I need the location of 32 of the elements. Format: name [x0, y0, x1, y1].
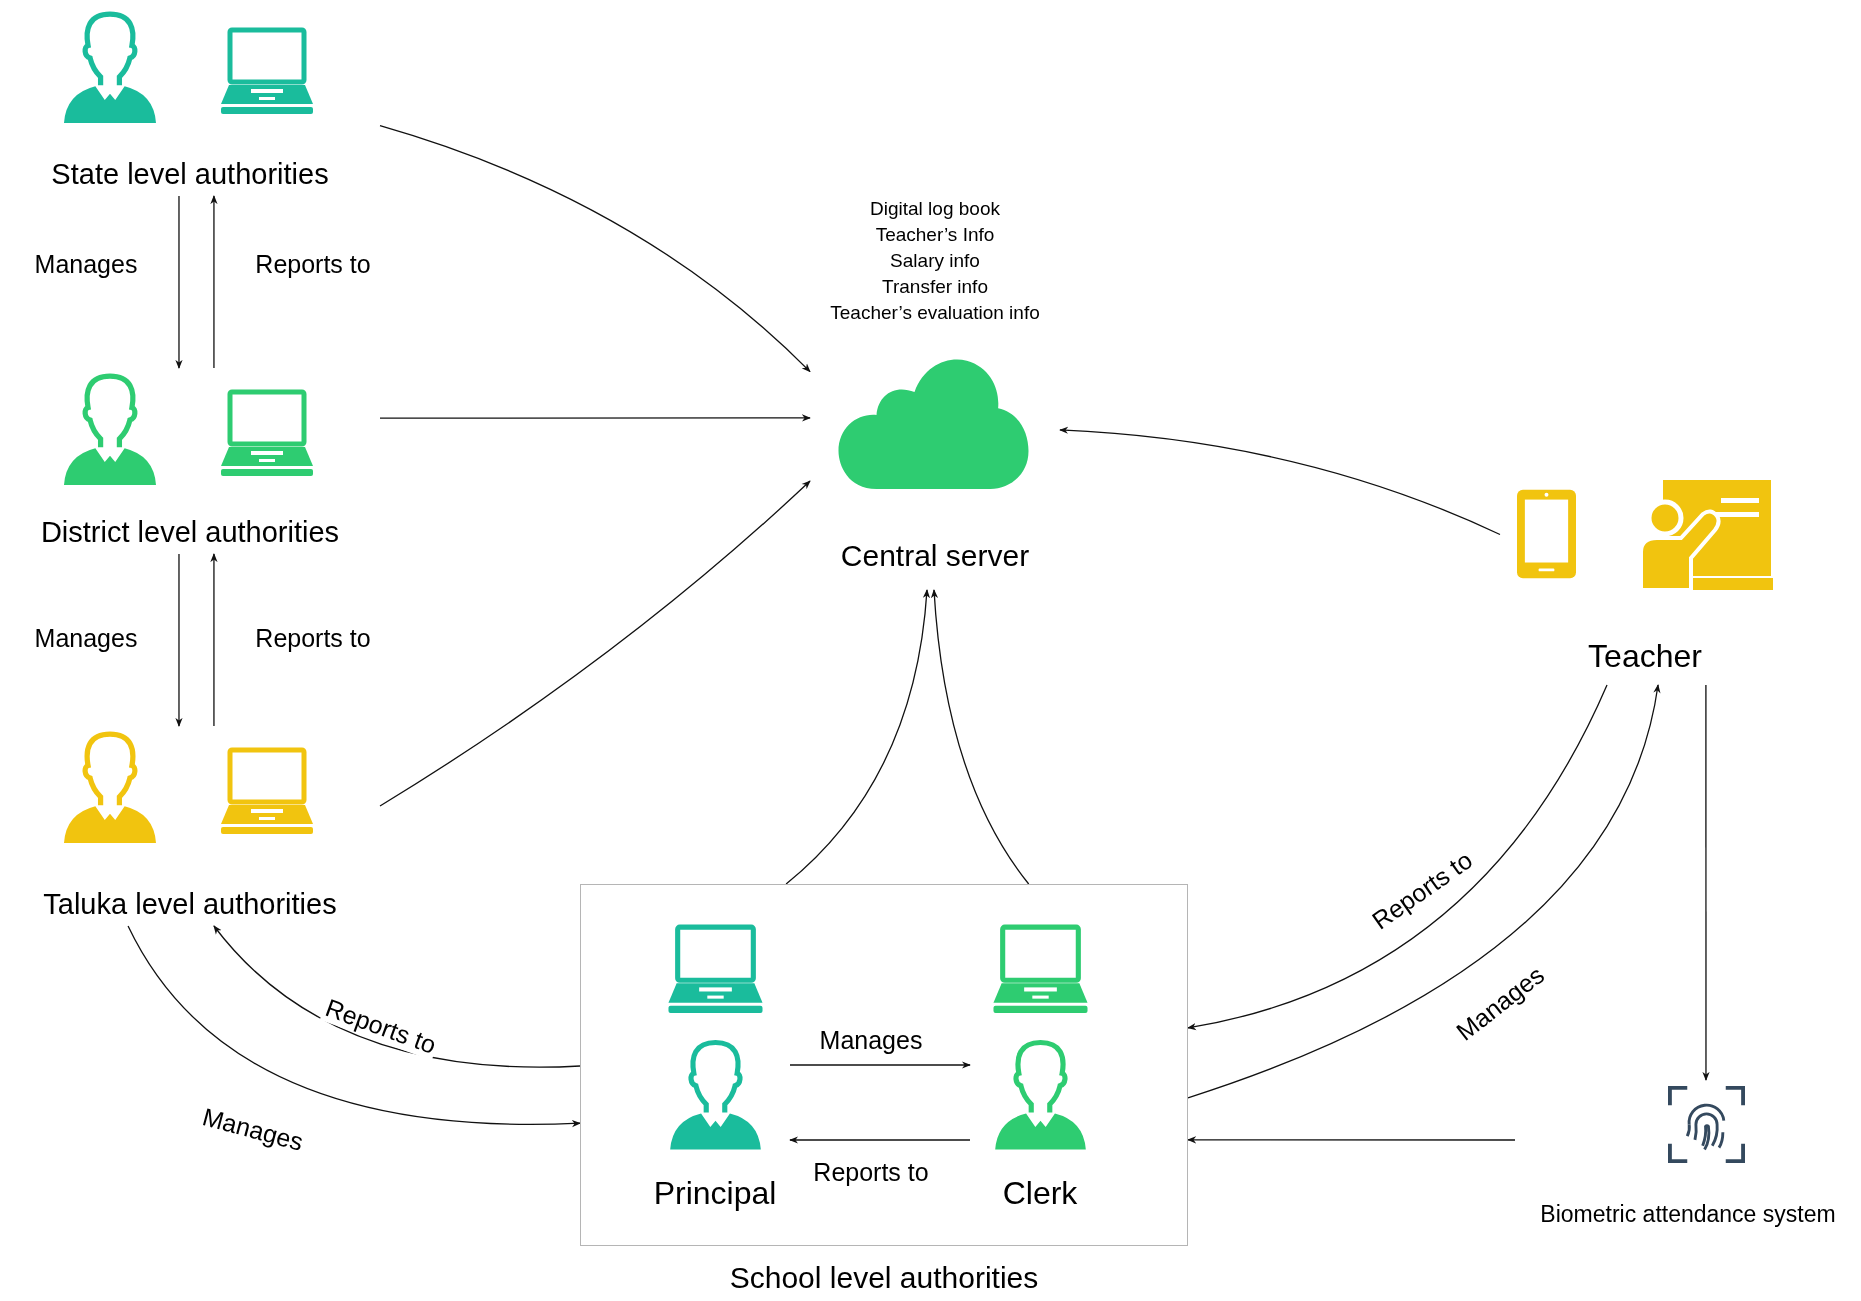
arrow: [175, 195, 183, 369]
arrow: [789, 1136, 971, 1144]
arrow: [1702, 684, 1710, 1081]
node-label: Biometric attendance system: [1540, 1200, 1836, 1229]
arrow: [379, 414, 811, 422]
arrow: [785, 589, 930, 885]
info-text: Teacher’s Info: [875, 223, 995, 247]
arrow: [175, 553, 183, 727]
node-label: Taluka level authorities: [43, 887, 337, 922]
node-label: District level authorities: [40, 515, 340, 550]
arrow: [1187, 1136, 1516, 1144]
node-label: Clerk: [1002, 1174, 1078, 1213]
info-text: Salary info: [890, 249, 980, 273]
info-text: Digital log book: [870, 197, 1000, 221]
arrow: [1187, 684, 1660, 1099]
arrow: [210, 195, 218, 369]
node-label: State level authorities: [51, 157, 329, 192]
arrow: [1187, 684, 1608, 1030]
arrow: [1059, 426, 1501, 536]
arrow: [789, 1061, 971, 1069]
arrow: [379, 125, 811, 373]
node-label: Principal: [653, 1174, 777, 1213]
info-text: Transfer info: [882, 275, 988, 299]
node-label: Teacher: [1588, 637, 1702, 676]
arrow: [127, 925, 581, 1127]
info-text: Teacher’s evaluation info: [830, 301, 1040, 325]
arrow: [379, 480, 811, 807]
arrow: [213, 925, 581, 1068]
arrow: [931, 589, 1030, 885]
group-label: School level authorities: [729, 1260, 1039, 1296]
node-label: Central server: [840, 538, 1030, 574]
arrow: [210, 553, 218, 727]
